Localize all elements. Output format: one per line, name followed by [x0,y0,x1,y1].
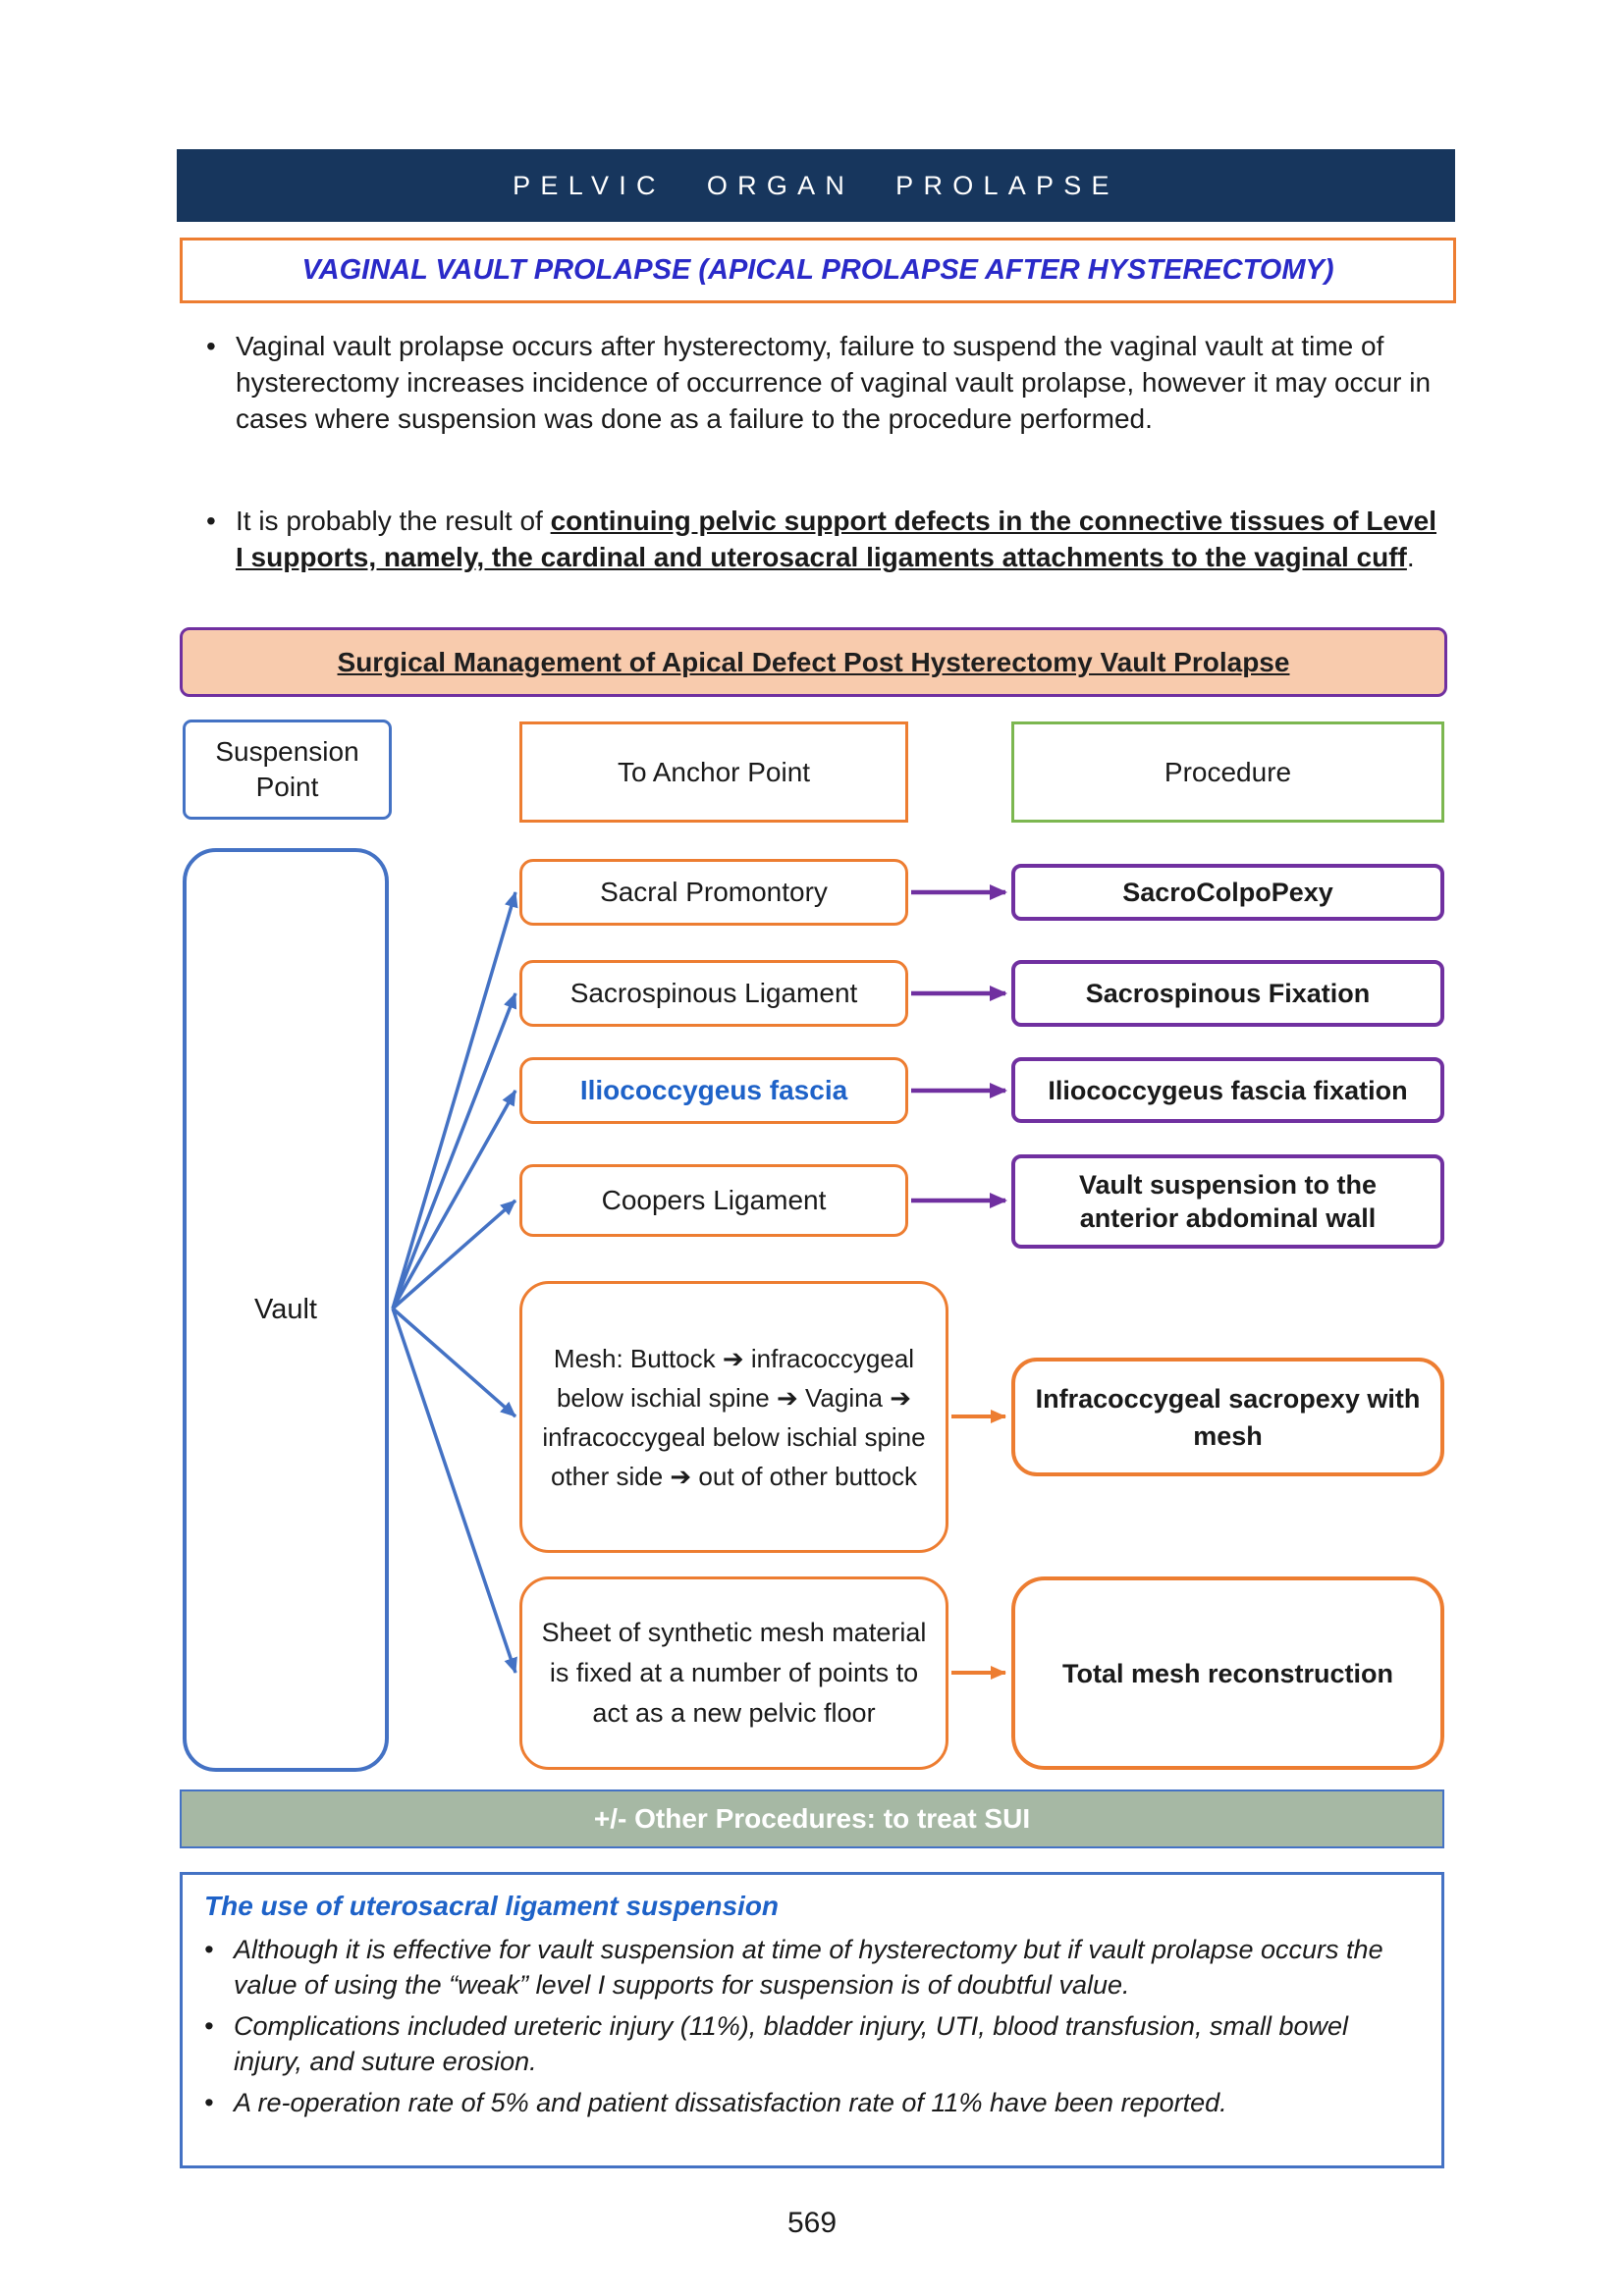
anchor-sacrospinous-ligament-label: Sacrospinous Ligament [569,978,858,1008]
intro-bullet-2-text: It is probably the result of continuing … [236,503,1445,575]
uterosacral-note-1: • Although it is effective for vault sus… [204,1932,1420,2002]
vault-node: Vault [183,848,389,1772]
uterosacral-note-3-text: A re-operation rate of 5% and patient di… [234,2088,1227,2117]
other-procedures-label: +/- Other Procedures: to treat SUI [593,1803,1031,1834]
arrow-vault-to-mesh-sheet [391,1308,517,1674]
subtitle-box: VAGINAL VAULT PROLAPSE (APICAL PROLAPSE … [180,238,1456,303]
bullet-marker: • [206,331,216,361]
intro-bullet-2-suffix: . [1406,542,1415,572]
anchor-iliococcygeus-fascia: Iliococcygeus fascia [519,1057,908,1124]
arrow-vault-to-sacral-promontory [391,891,518,1309]
anchor-sacral-promontory-label: Sacral Promontory [600,877,828,907]
uterosacral-notes-box: The use of uterosacral ligament suspensi… [180,1872,1444,2168]
intro-bullet-2-prefix: It is probably the result of [236,506,551,536]
anchor-mesh-route-label: Mesh: Buttock ➔ infracoccygeal below isc… [542,1343,926,1491]
uterosacral-note-2-text: Complications included ureteric injury (… [234,2011,1349,2076]
uterosacral-notes-title: The use of uterosacral ligament suspensi… [204,1891,780,1921]
procedure-vault-suspension-abdominal-wall: Vault suspension to the anterior abdomin… [1011,1154,1444,1249]
arrow-vault-to-sacrospinous-ligament [391,992,517,1309]
column-header-suspension-point-label: Suspension Point [215,736,359,802]
intro-bullet-2: • It is probably the result of continuin… [206,503,1445,575]
procedure-sacrospinous-fixation: Sacrospinous Fixation [1011,960,1444,1027]
intro-bullet-2-emphasis: continuing pelvic support defects in the… [236,506,1437,572]
procedure-total-mesh-reconstruction-label: Total mesh reconstruction [1061,1658,1394,1688]
arrow-vault-to-iliococcygeus-fascia [391,1090,517,1309]
column-header-to-anchor-point-label: To Anchor Point [617,756,811,787]
intro-bullet-1: • Vaginal vault prolapse occurs after hy… [206,328,1445,437]
uterosacral-note-3: • A re-operation rate of 5% and patient … [204,2085,1420,2120]
arrow-vault-to-mesh-route [391,1307,517,1418]
anchor-iliococcygeus-fascia-label: Iliococcygeus fascia [579,1075,848,1105]
anchor-mesh-route: Mesh: Buttock ➔ infracoccygeal below isc… [519,1281,948,1553]
uterosacral-note-2: • Complications included ureteric injury… [204,2008,1420,2079]
anchor-coopers-ligament: Coopers Ligament [519,1164,908,1237]
intro-bullet-1-text: Vaginal vault prolapse occurs after hyst… [236,331,1432,434]
bullet-marker: • [204,1935,214,1964]
procedure-iliococcygeus-fixation-label: Iliococcygeus fascia fixation [1048,1075,1408,1105]
anchor-synthetic-mesh-sheet-label: Sheet of synthetic mesh material is fixe… [541,1618,927,1728]
surgical-management-banner-text: Surgical Management of Apical Defect Pos… [337,646,1290,677]
page-title: PELVIC ORGAN PROLAPSE [513,170,1119,200]
vault-label: Vault [254,1294,317,1325]
procedure-total-mesh-reconstruction: Total mesh reconstruction [1011,1576,1444,1770]
anchor-coopers-ligament-label: Coopers Ligament [601,1185,827,1215]
procedure-sacrocolpopexy: SacroColpoPexy [1011,864,1444,921]
procedure-infracoccygeal-sacropexy: Infracoccygeal sacropexy with mesh [1011,1358,1444,1476]
arrow-vault-to-coopers-ligament [391,1199,517,1310]
surgical-management-banner: Surgical Management of Apical Defect Pos… [180,627,1447,697]
uterosacral-note-1-text: Although it is effective for vault suspe… [234,1935,1383,2000]
column-header-suspension-point: Suspension Point [183,720,392,820]
bullet-marker: • [204,2088,214,2117]
anchor-sacral-promontory: Sacral Promontory [519,859,908,926]
procedure-iliococcygeus-fixation: Iliococcygeus fascia fixation [1011,1057,1444,1123]
bullet-marker: • [204,2011,214,2041]
subtitle: VAGINAL VAULT PROLAPSE (APICAL PROLAPSE … [301,254,1334,286]
procedure-infracoccygeal-sacropexy-label: Infracoccygeal sacropexy with mesh [1035,1383,1421,1451]
column-header-procedure: Procedure [1011,721,1444,823]
procedure-sacrospinous-fixation-label: Sacrospinous Fixation [1085,979,1371,1008]
bullet-marker: • [206,506,216,536]
procedure-sacrocolpopexy-label: SacroColpoPexy [1122,878,1333,907]
anchor-synthetic-mesh-sheet: Sheet of synthetic mesh material is fixe… [519,1576,948,1770]
column-header-procedure-label: Procedure [1164,756,1292,787]
procedure-vault-suspension-abdominal-wall-label: Vault suspension to the anterior abdomin… [1078,1170,1378,1233]
other-procedures-bar: +/- Other Procedures: to treat SUI [180,1789,1444,1848]
page-header-bar: PELVIC ORGAN PROLAPSE [177,149,1455,222]
anchor-sacrospinous-ligament: Sacrospinous Ligament [519,960,908,1027]
column-header-to-anchor-point: To Anchor Point [519,721,908,823]
page-number: 569 [786,2207,838,2239]
